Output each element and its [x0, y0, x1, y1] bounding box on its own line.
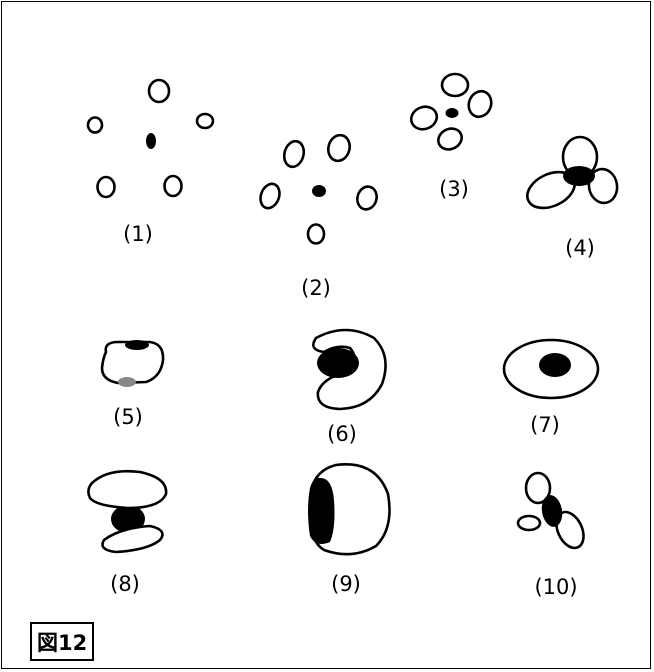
label-2: (2) [301, 276, 331, 300]
lobe-3d [435, 125, 465, 153]
figure-caption: 図12 [30, 622, 94, 661]
label-9: (9) [331, 572, 361, 596]
lobe-2b [325, 133, 352, 164]
shape-6 [313, 330, 385, 409]
nucleus-6 [317, 348, 359, 378]
nucleus-4 [563, 166, 595, 186]
nucleus-10 [539, 494, 564, 529]
nucleus-1 [146, 133, 156, 149]
mark-5-bottom [118, 377, 136, 387]
label-7: (7) [530, 413, 560, 437]
nucleus-9 [308, 478, 335, 544]
mark-5-top [125, 340, 149, 350]
nucleus-3 [446, 108, 459, 118]
shape-9 [308, 464, 390, 554]
lobe-1d [98, 177, 115, 197]
lobe-1c [197, 114, 213, 128]
lobe-1b [88, 118, 102, 133]
label-3: (3) [439, 177, 469, 201]
lobe-8-top [88, 471, 166, 508]
lobe-2c [257, 181, 282, 211]
lobe-3c [408, 103, 440, 133]
label-8: (8) [110, 572, 140, 596]
shape-4 [522, 137, 620, 215]
label-10: (10) [534, 575, 577, 599]
lobe-10b [518, 516, 540, 530]
lobe-2e [308, 225, 324, 244]
shape-8 [88, 471, 166, 552]
shape-5 [102, 340, 163, 387]
lobe-3a [442, 74, 468, 96]
shape-7 [504, 340, 598, 398]
shape-10 [518, 473, 589, 552]
lobe-3b [465, 88, 495, 120]
shape-2 [257, 133, 379, 244]
lobe-1e [165, 176, 182, 196]
label-5: (5) [113, 405, 143, 429]
nucleus-2 [312, 185, 326, 197]
shape-1 [88, 80, 213, 197]
lobe-8-bottom [103, 526, 163, 552]
label-1: (1) [123, 222, 153, 246]
label-6: (6) [327, 422, 357, 446]
label-4: (4) [565, 236, 595, 260]
shape-3 [408, 74, 495, 153]
lobe-2d [355, 184, 379, 211]
lobe-2a [281, 139, 306, 169]
nucleus-7 [539, 353, 571, 377]
lobe-1a [149, 80, 169, 102]
